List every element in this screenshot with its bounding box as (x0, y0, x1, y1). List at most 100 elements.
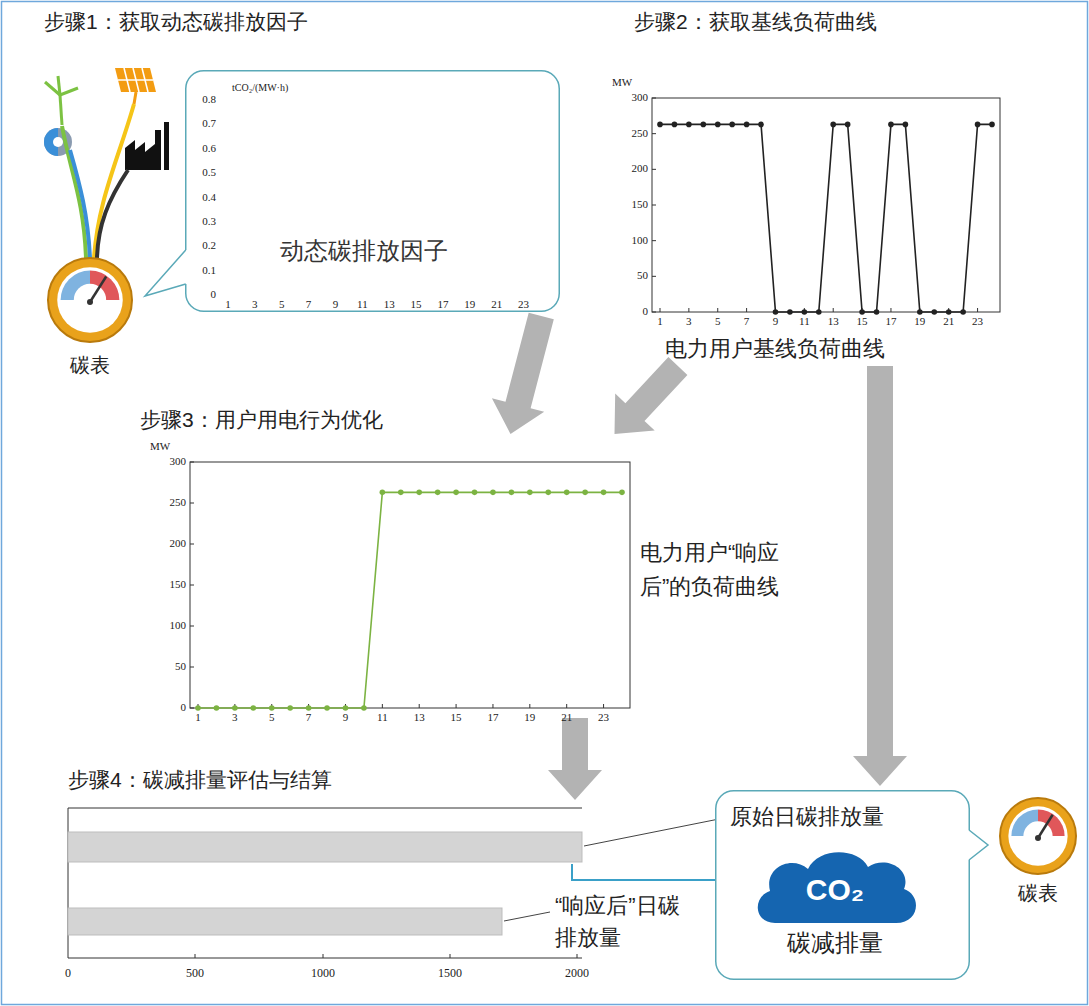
plot-frame (190, 462, 630, 708)
data-point (232, 705, 238, 711)
axis-tick: 11 (350, 298, 374, 310)
axis-tick: 9 (333, 711, 357, 723)
data-point (787, 309, 793, 315)
flow-arrow (853, 366, 907, 786)
axis-tick: 7 (297, 711, 321, 723)
axis-tick: 17 (879, 315, 903, 327)
data-point (472, 490, 478, 496)
meter-label: 碳表 (40, 352, 140, 379)
data-point (324, 705, 330, 711)
axis-tick: 0 (180, 288, 216, 300)
axis-unit: MW (612, 76, 632, 88)
axis-tick: 5 (270, 298, 294, 310)
bubble-outline (716, 791, 970, 980)
axis-tick: 5 (706, 315, 730, 327)
tick-mark (529, 704, 530, 708)
data-point (416, 490, 422, 496)
co2-cloud: CO₂碳减排量 (750, 845, 920, 957)
flow-arrow (548, 718, 602, 800)
meter-needle (1038, 815, 1053, 838)
axis-tick: 0.3 (180, 215, 216, 227)
tick-mark (660, 308, 661, 312)
axis-tick: 1 (216, 298, 240, 310)
chart-caption: 电力用户基线负荷曲线 (665, 334, 885, 364)
tick-mark (652, 205, 656, 206)
axis-tick: 5 (260, 711, 284, 723)
data-point (545, 490, 551, 496)
axis-tick: 13 (821, 315, 845, 327)
axis-tick: 250 (150, 496, 186, 508)
axis-tick: 0.4 (180, 191, 216, 203)
data-point (802, 309, 808, 315)
tick-mark (652, 312, 656, 313)
axis-tick: 17 (481, 711, 505, 723)
axis-tick: 0 (612, 305, 648, 317)
tick-mark (652, 133, 656, 134)
data-point (917, 309, 923, 315)
tick-mark (190, 667, 194, 668)
bar-label: “响应后”日碳排放量 (555, 890, 695, 954)
axis-tick: 13 (407, 711, 431, 723)
axis-tick: 50 (612, 269, 648, 281)
axis-tick: 300 (150, 455, 186, 467)
speech-bubble: 00.10.20.30.40.50.60.70.8135791113151719… (185, 70, 560, 312)
data-point (744, 122, 750, 128)
data-point (582, 490, 588, 496)
axis-tick: 1 (186, 711, 210, 723)
data-point (845, 122, 851, 128)
axis-tick: 19 (458, 298, 482, 310)
step-title: 步骤4：碳减排量评估与结算 (68, 766, 332, 794)
axis-tick: 0.5 (180, 166, 216, 178)
data-point (619, 490, 625, 496)
axis-tick: 1500 (430, 966, 470, 981)
axis-tick: 1 (648, 315, 672, 327)
data-point (287, 705, 293, 711)
tick-mark (190, 708, 194, 709)
bar-chart (68, 808, 582, 958)
tick-mark (419, 704, 420, 708)
axis-tick: 19 (518, 711, 542, 723)
flow-arrow (615, 357, 688, 434)
meter-pivot (87, 299, 93, 305)
axis-tick: 23 (966, 315, 990, 327)
callout-text: 原始日碳排放量 (730, 802, 884, 832)
data-point (946, 309, 952, 315)
data-point (214, 705, 220, 711)
tick-mark (492, 704, 493, 708)
axis-tick: 17 (431, 298, 455, 310)
tick-mark (688, 308, 689, 312)
shape-layer (185, 70, 560, 312)
axis-tick: 0 (150, 701, 186, 713)
data-point (859, 309, 865, 315)
axis-tick: 100 (150, 619, 186, 631)
axis-tick: 0 (48, 966, 88, 981)
tick-mark (717, 308, 718, 312)
meter-label: 碳表 (990, 880, 1085, 907)
flow-arrow (492, 313, 554, 434)
axis-unit: MW (150, 440, 170, 452)
chart-annotation: 动态碳排放因子 (280, 235, 448, 267)
axis-tick: 150 (150, 578, 186, 590)
axis-tick: 9 (323, 298, 347, 310)
data-point (960, 309, 966, 315)
tick-mark (190, 503, 194, 504)
tick-mark (977, 308, 978, 312)
data-point (931, 309, 937, 315)
axis-tick: 3 (223, 711, 247, 723)
data-point (672, 122, 678, 128)
axis-tick: 15 (444, 711, 468, 723)
meter-needle (90, 276, 106, 302)
meter-face (1023, 821, 1052, 850)
cloud-caption: 碳减排量 (750, 927, 920, 959)
tick-mark (190, 544, 194, 545)
meter-ring (48, 258, 132, 342)
tick-mark (833, 308, 834, 312)
data-point (343, 705, 349, 711)
axis-tick: 1000 (303, 966, 343, 981)
carbon-meter: 碳表 (990, 796, 1085, 916)
power-wires (62, 104, 134, 258)
tick-mark (190, 626, 194, 627)
axis-tick: 3 (243, 298, 267, 310)
axis-tick: 15 (404, 298, 428, 310)
bubble-tail (145, 250, 186, 296)
